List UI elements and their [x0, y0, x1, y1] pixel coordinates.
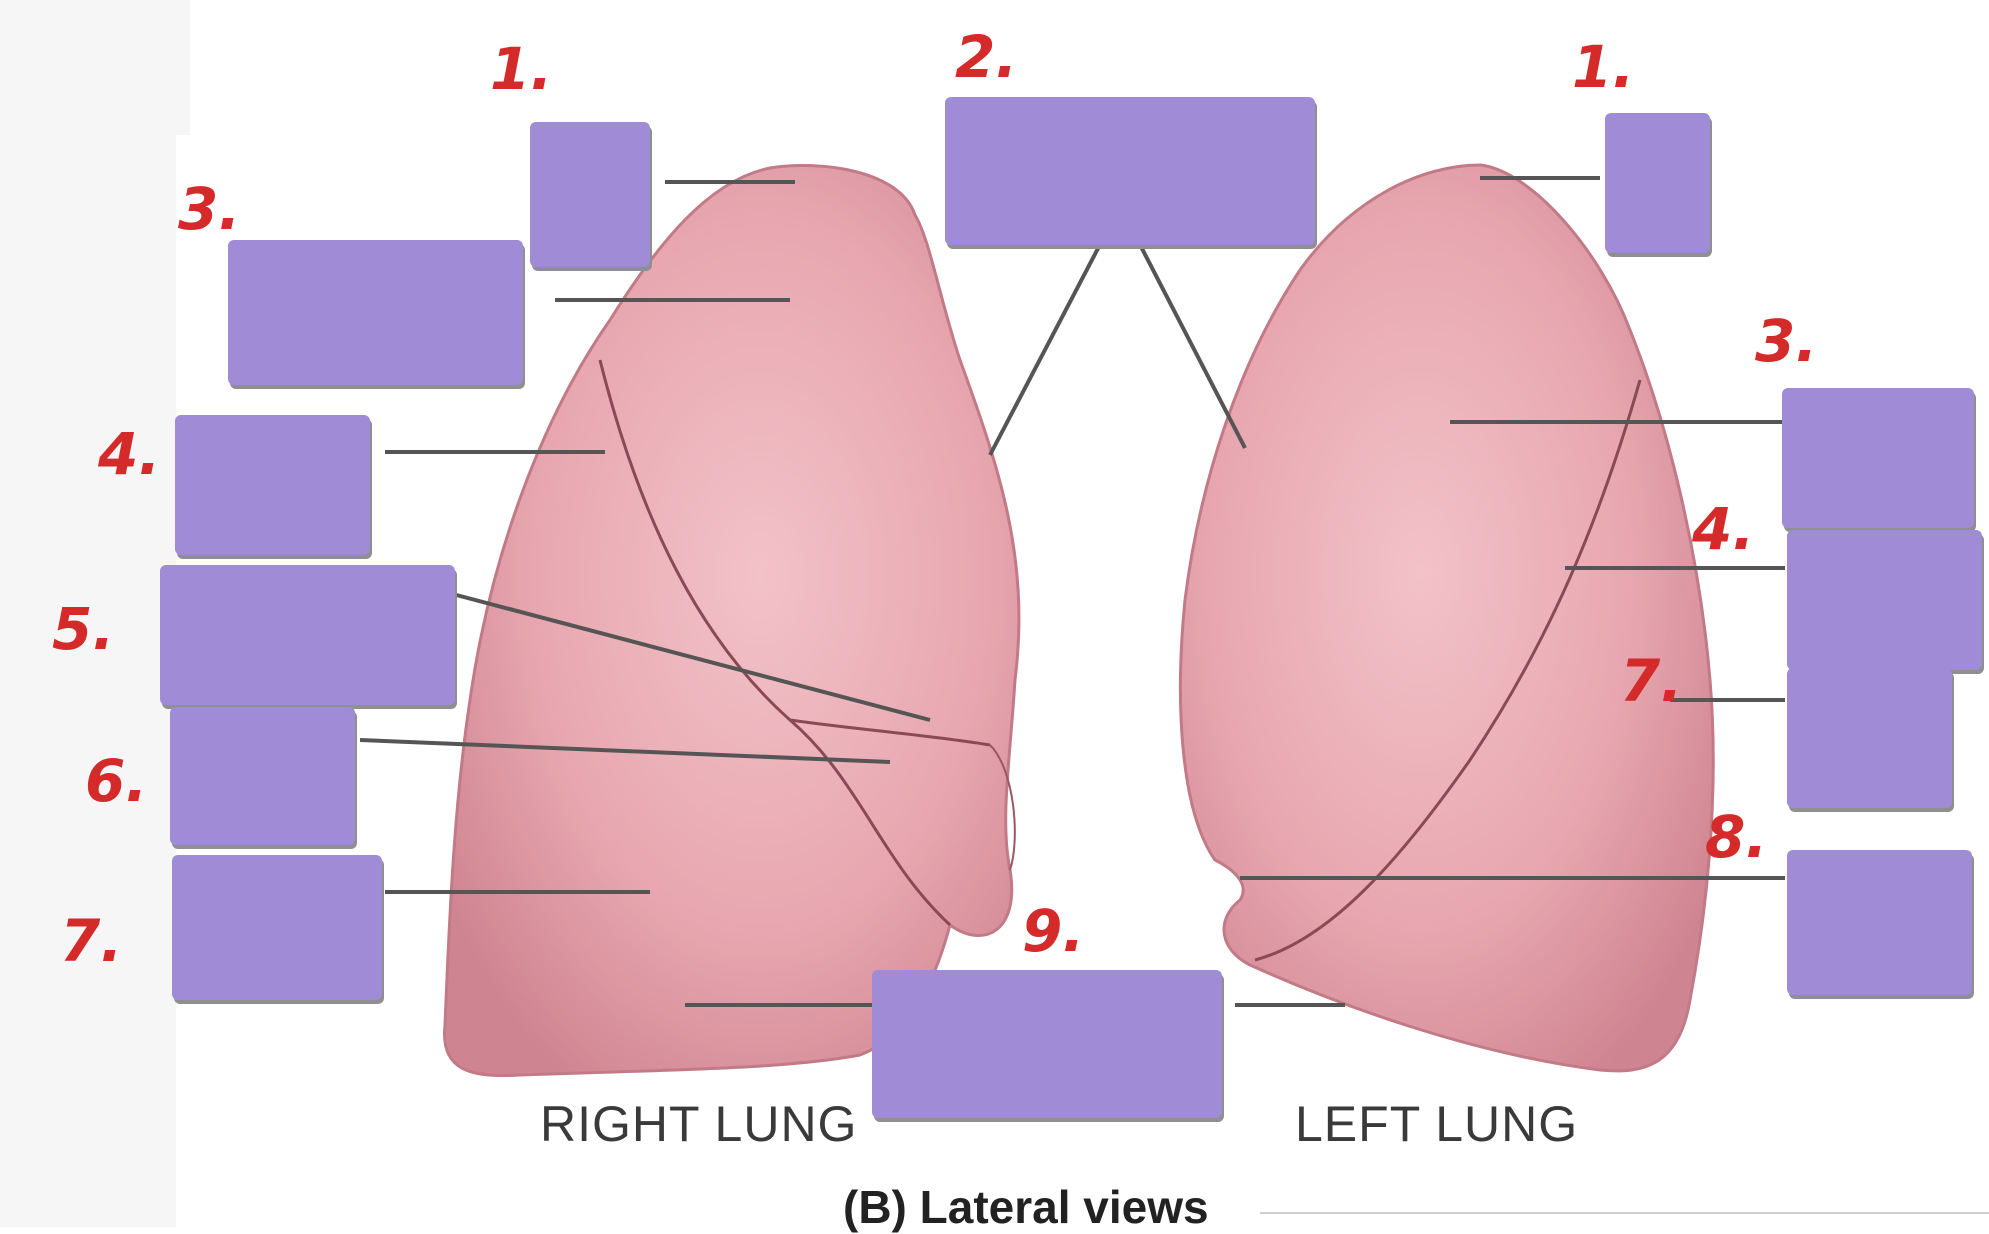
number-4-left: 4. — [1692, 500, 1754, 558]
number-9: 9. — [1022, 902, 1084, 960]
left-lung-shape — [1180, 165, 1713, 1071]
label-box-1-left[interactable] — [1605, 113, 1710, 253]
number-7-left: 7. — [1620, 652, 1682, 710]
label-box-5[interactable] — [160, 565, 455, 705]
label-box-4-right[interactable] — [175, 415, 370, 555]
label-box-3-left[interactable] — [1782, 388, 1974, 528]
number-6: 6. — [85, 752, 147, 810]
label-box-1-right[interactable] — [530, 122, 650, 267]
number-1-left: 1. — [1572, 38, 1634, 96]
number-1-right: 1. — [490, 40, 552, 98]
number-3-right: 3. — [178, 180, 240, 238]
label-box-9[interactable] — [872, 970, 1222, 1118]
label-box-3-right[interactable] — [228, 240, 523, 385]
number-8: 8. — [1705, 808, 1767, 866]
lateral-views-caption: (B) Lateral views — [843, 1180, 1209, 1234]
right-lung-shape — [444, 165, 1018, 1075]
label-box-2[interactable] — [945, 97, 1315, 245]
number-2: 2. — [955, 28, 1017, 86]
label-box-6[interactable] — [170, 707, 355, 845]
caption-rule — [1260, 1212, 1989, 1214]
number-7-right: 7. — [60, 912, 122, 970]
label-box-8[interactable] — [1787, 850, 1972, 995]
left-lung-caption: LEFT LUNG — [1295, 1095, 1578, 1153]
label-box-7-right[interactable] — [172, 855, 382, 1000]
label-box-7-left[interactable] — [1787, 668, 1952, 808]
right-lung-caption: RIGHT LUNG — [540, 1095, 857, 1153]
number-4-right: 4. — [98, 425, 160, 483]
number-3-left: 3. — [1755, 312, 1817, 370]
center-leader-lines — [990, 235, 1245, 455]
label-box-4-left[interactable] — [1787, 530, 1982, 670]
number-5: 5. — [52, 600, 114, 658]
